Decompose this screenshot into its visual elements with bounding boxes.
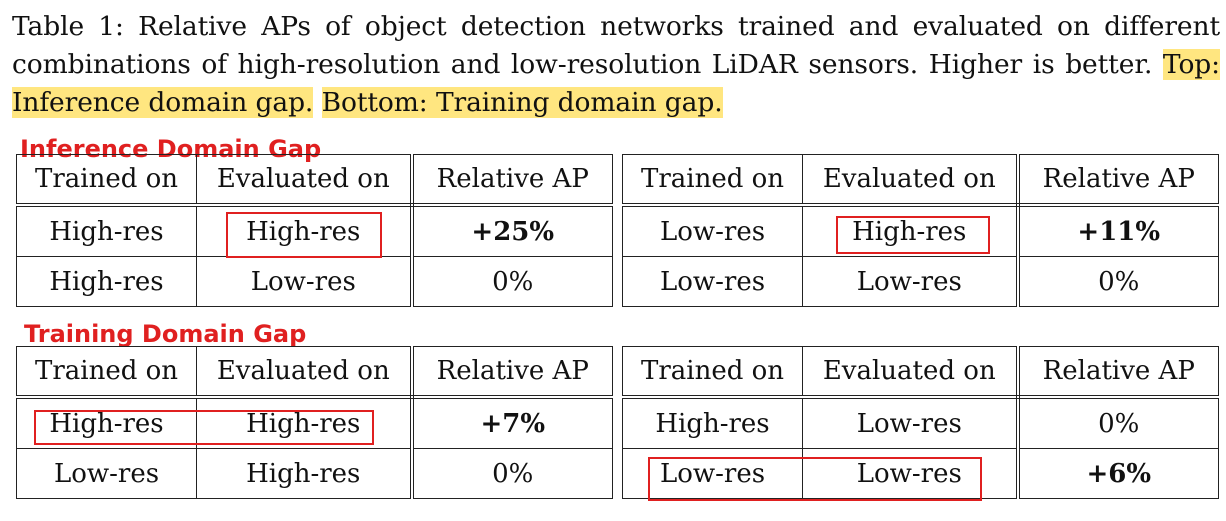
cell-relative-ap: +6% <box>1017 448 1219 499</box>
header-relative-ap: Relative AP <box>411 154 613 207</box>
cell-relative-ap: 0% <box>411 256 613 307</box>
cell-evaluated-on: High-res <box>802 204 1020 257</box>
header-evaluated-on: Evaluated on <box>802 346 1020 399</box>
cell-relative-ap: 0% <box>1017 256 1219 307</box>
header-trained-on: Trained on <box>16 346 197 399</box>
table-row: High-res High-res +25% <box>16 204 613 257</box>
cell-relative-ap: +11% <box>1017 204 1219 257</box>
table-header-row: Trained on Evaluated on Relative AP <box>622 154 1219 207</box>
table-row: Low-res Low-res +6% <box>622 448 1219 499</box>
caption-bottom-highlight: Bottom: Training domain gap. <box>321 87 723 118</box>
header-evaluated-on: Evaluated on <box>196 346 414 399</box>
cell-evaluated-on: High-res <box>196 396 414 449</box>
cell-relative-ap: +7% <box>411 396 613 449</box>
cell-relative-ap: 0% <box>1017 396 1219 449</box>
header-relative-ap: Relative AP <box>1017 346 1219 399</box>
cell-trained-on: High-res <box>16 204 197 257</box>
table-header-row: Trained on Evaluated on Relative AP <box>16 154 613 207</box>
cell-evaluated-on: Low-res <box>802 256 1020 307</box>
table-header-row: Trained on Evaluated on Relative AP <box>622 346 1219 399</box>
cell-evaluated-on: Low-res <box>196 256 414 307</box>
table-header-row: Trained on Evaluated on Relative AP <box>16 346 613 399</box>
table-row: High-res High-res +7% <box>16 396 613 449</box>
training-right-table: Trained on Evaluated on Relative AP High… <box>622 346 1219 499</box>
cell-trained-on: Low-res <box>16 448 197 499</box>
header-relative-ap: Relative AP <box>411 346 613 399</box>
caption-text: Table 1: Relative APs of object detectio… <box>12 11 1220 80</box>
cell-relative-ap: +25% <box>411 204 613 257</box>
cell-trained-on: Low-res <box>622 448 803 499</box>
training-left-table: Trained on Evaluated on Relative AP High… <box>16 346 613 499</box>
cell-trained-on: Low-res <box>622 256 803 307</box>
table-row: High-res Low-res 0% <box>622 396 1219 449</box>
cell-relative-ap: 0% <box>411 448 613 499</box>
inference-right-table: Trained on Evaluated on Relative AP Low-… <box>622 154 1219 307</box>
header-evaluated-on: Evaluated on <box>196 154 414 207</box>
header-trained-on: Trained on <box>622 154 803 207</box>
table-row: High-res Low-res 0% <box>16 256 613 307</box>
header-evaluated-on: Evaluated on <box>802 154 1020 207</box>
cell-trained-on: High-res <box>16 256 197 307</box>
inference-left-table: Trained on Evaluated on Relative AP High… <box>16 154 613 307</box>
table-row: Low-res Low-res 0% <box>622 256 1219 307</box>
table-row: Low-res High-res 0% <box>16 448 613 499</box>
cell-trained-on: High-res <box>16 396 197 449</box>
cell-trained-on: Low-res <box>622 204 803 257</box>
cell-trained-on: High-res <box>622 396 803 449</box>
table-row: Low-res High-res +11% <box>622 204 1219 257</box>
cell-evaluated-on: Low-res <box>802 448 1020 499</box>
header-trained-on: Trained on <box>622 346 803 399</box>
table-caption: Table 1: Relative APs of object detectio… <box>12 8 1220 122</box>
training-domain-gap-label: Training Domain Gap <box>24 320 307 348</box>
cell-evaluated-on: Low-res <box>802 396 1020 449</box>
header-trained-on: Trained on <box>16 154 197 207</box>
cell-evaluated-on: High-res <box>196 448 414 499</box>
header-relative-ap: Relative AP <box>1017 154 1219 207</box>
cell-evaluated-on: High-res <box>196 204 414 257</box>
